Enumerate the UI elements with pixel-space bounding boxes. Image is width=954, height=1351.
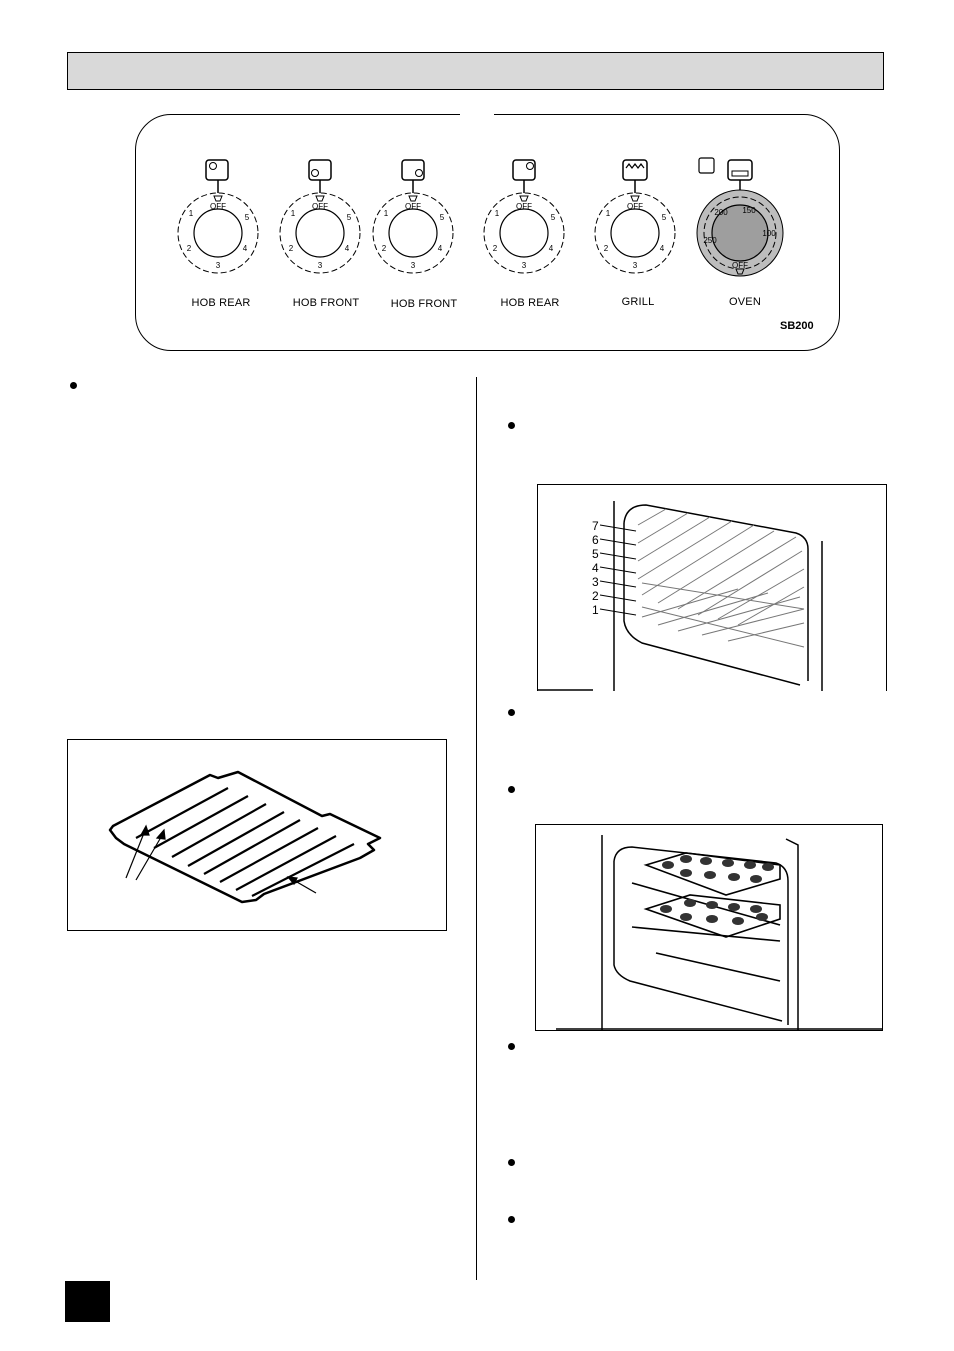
baking-trays-figure [535,824,883,1031]
dial-mark: 3 [522,261,527,270]
dial-mark: 4 [438,244,443,253]
dial-off-label: OFF [516,202,532,211]
bullet-point [508,1216,515,1223]
bullet-point [70,382,77,389]
baking-trays-illustration [556,835,882,1030]
dial-off-label: OFF [732,261,748,270]
bullet-point [508,709,515,716]
dial-mark: 2 [604,244,609,253]
section-title-bar [67,52,884,90]
dial-off-label: OFF [210,202,226,211]
dial-mark: 4 [243,244,248,253]
dial-mark: 1 [384,209,389,218]
dial-mark: 1 [606,209,611,218]
hob-rear-left-icon [205,159,229,181]
shelf-position-label: 1 [592,603,599,617]
knob-label: HOB FRONT [390,298,458,310]
knob-hob-front-left[interactable] [279,159,361,274]
knob-label: OVEN [729,296,761,308]
dial-mark: 2 [187,244,192,253]
control-panel-knobs: OFF 1 2 3 4 5 OFF 1 2 3 4 5 OFF 1 2 3 4 … [177,157,784,277]
dial-mark: 5 [440,213,445,222]
knob-label: HOB REAR [500,297,560,309]
dial-mark: 4 [345,244,350,253]
knob-grill[interactable] [594,159,676,274]
bullet-point [508,422,515,429]
bullet-point [508,1159,515,1166]
dial-mark: 1 [291,209,296,218]
dial-off-label: OFF [405,202,421,211]
dial-mark: 5 [551,213,556,222]
oven-shelf-illustration [108,770,382,904]
oven-shelf-figure [67,739,447,931]
bullet-point [508,1043,515,1050]
shelf-positions-illustration: 7 6 5 4 3 2 1 [538,501,823,691]
dial-mark: 2 [382,244,387,253]
shelf-position-label: 5 [592,547,599,561]
knob-hob-rear-left[interactable] [177,159,259,274]
shelf-position-label: 4 [592,561,599,575]
dial-mark: 150 [742,206,756,215]
knob-label: HOB FRONT [292,297,360,309]
dial-mark: 3 [633,261,638,270]
dial-mark: 5 [347,213,352,222]
shelf-position-label: 6 [592,533,599,547]
dial-mark: 3 [216,261,221,270]
dial-mark: 2 [493,244,498,253]
dial-mark: 250 [703,236,717,245]
page-number-box [65,1281,110,1322]
shelf-position-label: 3 [592,575,599,589]
dial-mark: 3 [318,261,323,270]
dial-mark: 100 [762,229,776,238]
knob-oven[interactable] [696,159,784,277]
dial-off-label: OFF [312,202,328,211]
dial-mark: 1 [495,209,500,218]
dial-off-label: OFF [627,202,643,211]
dial-mark: 2 [289,244,294,253]
dial-mark: 3 [411,261,416,270]
knob-hob-front-right[interactable] [372,159,454,274]
bullet-point [508,786,515,793]
hob-front-left-icon [308,159,332,181]
shelf-position-label: 2 [592,589,599,603]
dial-mark: 4 [660,244,665,253]
dial-mark: 5 [662,213,667,222]
shelf-position-label: 7 [592,519,599,533]
dial-mark: 4 [549,244,554,253]
column-divider [476,377,477,1280]
knob-label: HOB REAR [191,297,251,309]
dial-mark: 200 [714,208,728,217]
oven-indicator-light [698,157,715,174]
model-number: SB200 [780,320,814,332]
dial-mark: 5 [245,213,250,222]
knob-label: GRILL [621,296,655,308]
oven-icon [727,159,753,181]
dial-mark: 1 [189,209,194,218]
knob-hob-rear-right[interactable] [483,159,565,274]
shelf-positions-figure: 7 6 5 4 3 2 1 [537,484,887,691]
